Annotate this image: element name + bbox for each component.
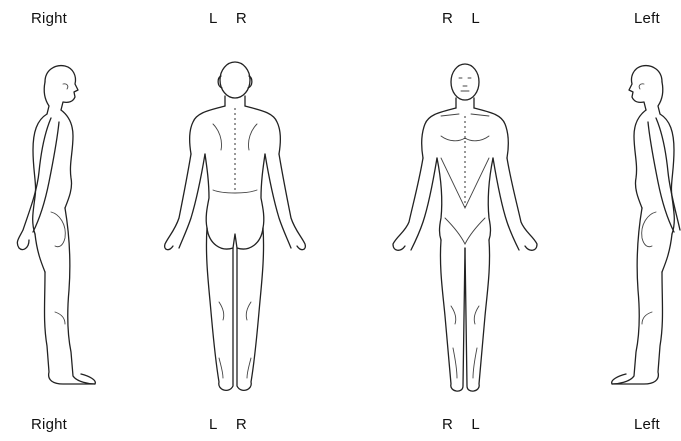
top-label-front-l: L	[471, 10, 480, 27]
body-front-icon	[385, 58, 545, 398]
bottom-label-back-r: R	[236, 416, 247, 433]
back-view-outline	[165, 62, 306, 390]
top-label-back-view: L R	[209, 10, 247, 27]
body-back-icon	[153, 58, 318, 398]
left-side-outline	[612, 66, 680, 384]
bottom-label-front-view: R L	[442, 416, 480, 433]
bottom-label-front-l: L	[471, 416, 480, 433]
front-view-outline	[393, 64, 537, 391]
top-label-back-r: R	[236, 10, 247, 27]
top-label-back-l: L	[209, 10, 218, 27]
top-label-right-side: Right	[31, 10, 67, 27]
body-left-side-icon	[592, 62, 681, 397]
right-side-outline	[17, 66, 95, 384]
bottom-label-left-side: Left	[634, 416, 660, 433]
top-label-front-view: R L	[442, 10, 480, 27]
body-right-side-icon	[5, 62, 115, 397]
bottom-label-back-l: L	[209, 416, 218, 433]
top-label-left-side: Left	[634, 10, 660, 27]
bottom-label-front-r: R	[442, 416, 453, 433]
bottom-label-right-side: Right	[31, 416, 67, 433]
bottom-label-back-view: L R	[209, 416, 247, 433]
top-label-front-r: R	[442, 10, 453, 27]
